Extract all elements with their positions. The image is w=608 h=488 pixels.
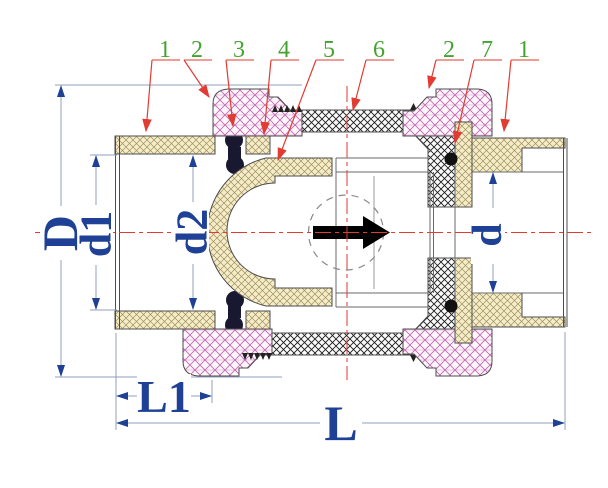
- callout-4: 4: [278, 37, 290, 63]
- dim-label-L1: L1: [137, 371, 191, 422]
- callout-1-left: 1: [159, 37, 171, 63]
- o-ring: [444, 152, 458, 166]
- dim-label-d: d: [465, 223, 511, 246]
- callout-3: 3: [233, 37, 245, 63]
- dim-label-L: L: [324, 395, 357, 451]
- callout-7: 7: [481, 37, 493, 63]
- union-nut-left-bottom: [182, 328, 273, 377]
- callout-numbers: 1 2 3 4 5 6 2 7 1: [159, 37, 530, 63]
- callout-2-right: 2: [443, 37, 455, 63]
- valve-disc: [206, 157, 333, 307]
- centerlines: [35, 86, 594, 380]
- valve-top-half: [114, 88, 566, 208]
- dim-label-d2: d2: [168, 209, 217, 255]
- left-socket-wall: [114, 135, 216, 155]
- callout-6: 6: [373, 37, 385, 63]
- dimension-label-masks: [40, 202, 505, 449]
- right-socket-end: [563, 138, 568, 327]
- callout-2-left: 2: [191, 37, 203, 63]
- dim-label-D: D: [32, 215, 88, 251]
- valve-bottom-half: [114, 257, 566, 377]
- dim-label-d1: d1: [72, 211, 121, 257]
- dimension-labels: D d1 d2 d L1 L: [32, 209, 511, 451]
- callout-leaders: [142, 59, 512, 162]
- right-hub: [454, 121, 473, 208]
- callout-5: 5: [323, 37, 335, 63]
- union-nut-left: [212, 88, 303, 137]
- callout-1-right: 1: [518, 37, 530, 63]
- union-nut-right: [402, 88, 493, 137]
- right-socket-wall: [471, 137, 566, 173]
